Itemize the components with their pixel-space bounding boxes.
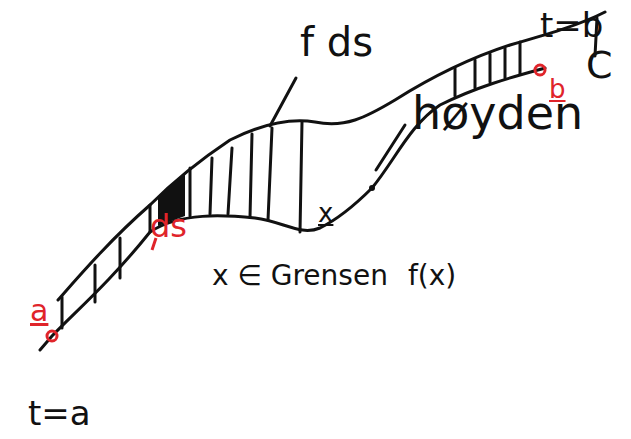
arc-element-label: ds xyxy=(150,210,187,242)
height-label: høyden xyxy=(412,90,583,136)
hatching xyxy=(62,18,597,328)
startpoint-label: a xyxy=(30,296,48,326)
leader-line xyxy=(270,78,296,126)
curve-name: C xyxy=(586,46,613,84)
boundary-note: x ∈ Grensen xyxy=(212,262,388,290)
integrand-label: f ds xyxy=(300,22,373,62)
point-x xyxy=(369,185,375,191)
parameter-end: t=b xyxy=(540,8,603,42)
surface-top xyxy=(58,12,605,300)
leader-line xyxy=(376,125,405,170)
parameter-start: t=a xyxy=(28,396,91,430)
point-b xyxy=(535,65,545,75)
function-note: f(x) xyxy=(408,262,456,290)
point-label: x xyxy=(318,200,333,226)
point-a xyxy=(47,331,57,341)
